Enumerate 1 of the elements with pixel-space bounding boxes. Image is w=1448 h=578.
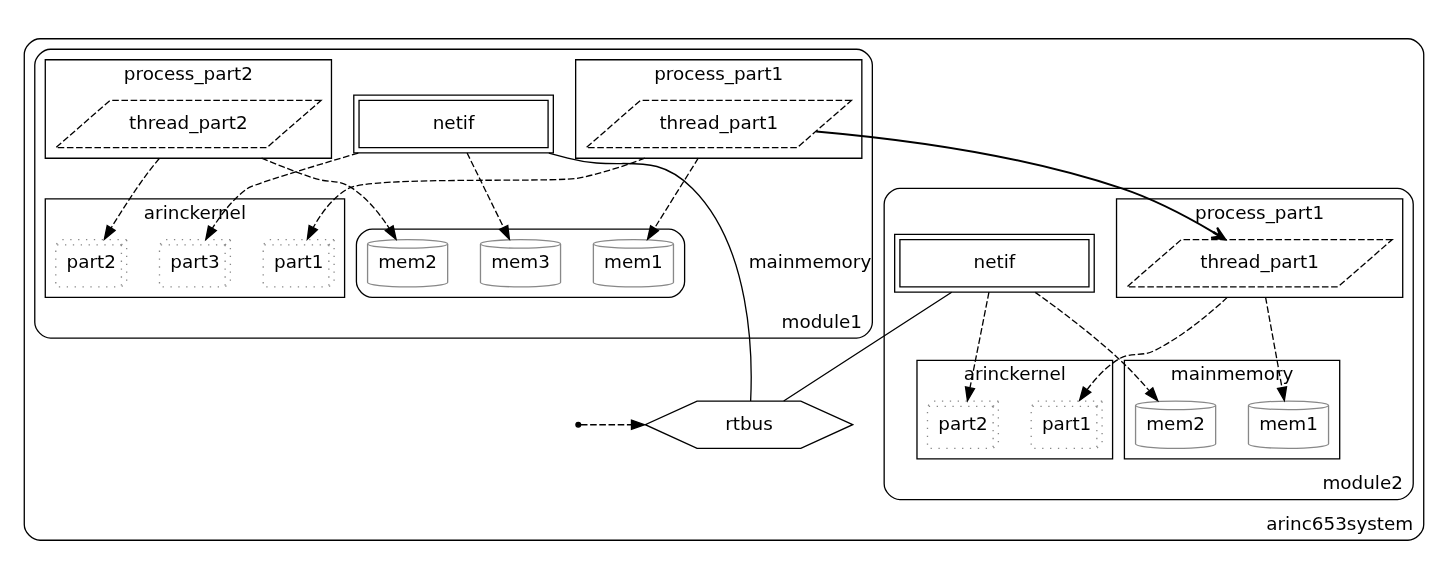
edge-label: mainmemory [748, 250, 872, 272]
